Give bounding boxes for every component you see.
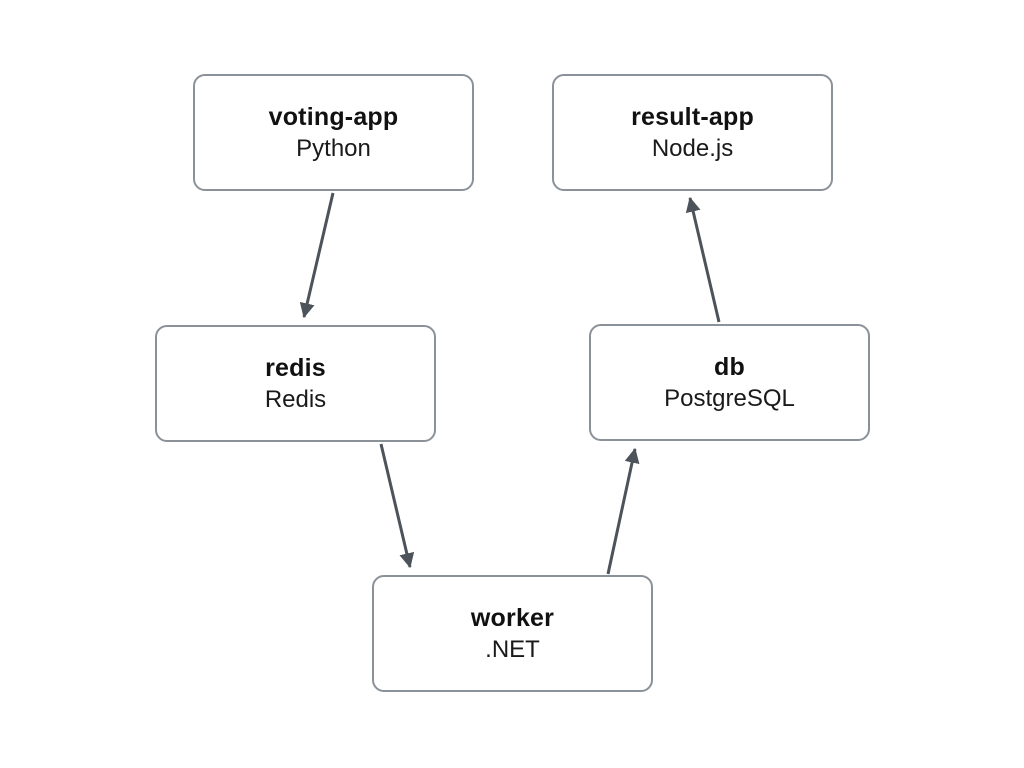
node-redis-title: redis <box>265 353 326 382</box>
node-result-app-title: result-app <box>631 102 754 131</box>
edge-worker-to-db-arrow <box>606 447 640 575</box>
edge-redis-to-worker-arrow <box>379 443 415 569</box>
node-db-title: db <box>714 352 745 381</box>
node-db-subtitle: PostgreSQL <box>664 385 795 413</box>
node-redis-subtitle: Redis <box>264 386 327 414</box>
node-worker-title: worker <box>470 603 555 632</box>
edge-db-to-result-app-arrow <box>685 196 721 323</box>
node-voting-app-subtitle: Python <box>296 135 371 163</box>
edge-voting-app-to-redis-arrow <box>299 192 335 319</box>
node-voting-app-title: voting-app <box>268 102 399 131</box>
node-result-app-subtitle: Node.js <box>651 135 734 163</box>
node-voting-app: voting-app Python <box>193 74 474 191</box>
node-worker-subtitle: .NET <box>485 636 540 664</box>
node-redis: redis Redis <box>155 325 436 442</box>
node-db: db PostgreSQL <box>589 324 870 441</box>
node-worker: worker .NET <box>372 575 653 692</box>
node-result-app: result-app Node.js <box>552 74 833 191</box>
